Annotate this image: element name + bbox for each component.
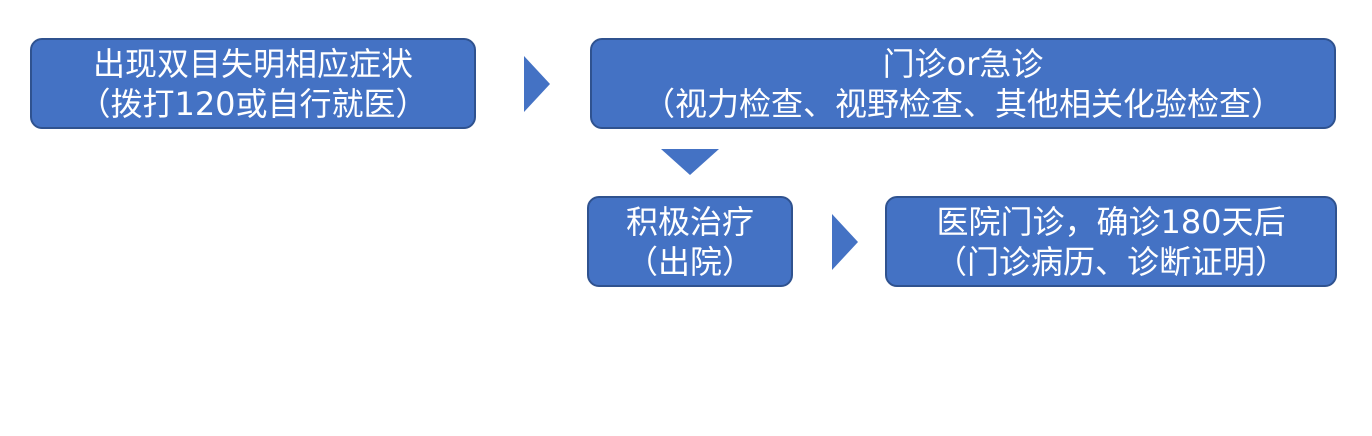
step-treatment-box: 积极治疗 （出院） xyxy=(587,196,793,287)
arrow-right-2 xyxy=(832,214,858,270)
arrow-down-1 xyxy=(661,149,719,175)
step-diagnosis-box: 医院门诊，确诊180天后 （门诊病历、诊断证明） xyxy=(885,196,1337,287)
step-clinic-title: 门诊or急诊 xyxy=(882,44,1044,83)
step-symptoms-title: 出现双目失明相应症状 xyxy=(92,44,413,83)
step-clinic-detail: （视力检查、视野检查、其他相关化验检查） xyxy=(642,84,1283,123)
step-diagnosis-title: 医院门诊，确诊180天后 xyxy=(936,202,1286,241)
step-diagnosis-detail: （门诊病历、诊断证明） xyxy=(934,242,1287,281)
step-clinic-box: 门诊or急诊 （视力检查、视野检查、其他相关化验检查） xyxy=(590,38,1336,129)
step-treatment-title: 积极治疗 xyxy=(625,202,754,241)
step-treatment-detail: （出院） xyxy=(625,242,754,281)
arrow-right-1 xyxy=(524,56,550,112)
step-symptoms-box: 出现双目失明相应症状 （拨打120或自行就医） xyxy=(30,38,476,129)
step-symptoms-detail: （拨打120或自行就医） xyxy=(78,84,428,123)
